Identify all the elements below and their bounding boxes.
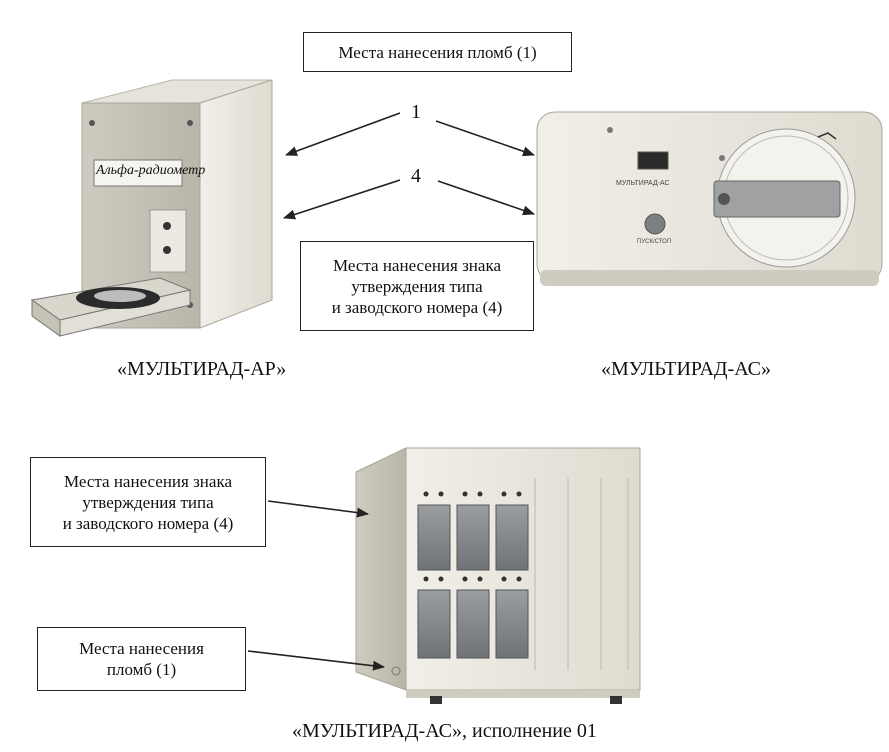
- callout-type-mark-top: Места нанесения знака утверждения типа и…: [300, 241, 534, 331]
- arrow-seal-ap: [285, 112, 401, 156]
- caption-multirad-ac-01: «МУЛЬТИРАД-АС», исполнение 01: [292, 720, 597, 742]
- ac-button-label: ПУСК/СТОП: [637, 239, 672, 245]
- callout-line: Места нанесения знака: [332, 255, 502, 275]
- callout-line: и заводского номера (4): [62, 513, 234, 533]
- ac-panel-label: МУЛЬТИРАД-АС: [616, 180, 670, 187]
- arrow-mark-ap: [283, 179, 401, 220]
- callout-line: Места нанесения: [79, 639, 204, 658]
- callout-line: утверждения типа: [82, 492, 214, 512]
- callout-seals-bottom: Места нанесения пломб (1): [37, 627, 246, 691]
- ac-lid-handle: [713, 180, 841, 218]
- callout-line: пломб (1): [106, 660, 177, 679]
- device-multirad-ac-01: [355, 447, 641, 704]
- marker-type-mark-number: 4: [411, 165, 421, 187]
- ap-panel-label: Альфа-радиометр: [96, 163, 206, 178]
- callout-line: утверждения типа: [351, 276, 483, 296]
- arrow-mark-ac01: [267, 500, 369, 518]
- caption-multirad-ap: «МУЛЬТИРАД-АР»: [117, 358, 287, 380]
- callout-seals-top: Места нанесения пломб (1): [303, 32, 572, 72]
- arrow-seal-ac: [435, 120, 535, 157]
- arrow-seal-ac01: [247, 650, 385, 671]
- callout-line: и заводского номера (4): [331, 297, 503, 317]
- ap-name-plate: [93, 159, 183, 187]
- marker-seal-number: 1: [411, 101, 421, 123]
- caption-multirad-ac: «МУЛЬТИРАД-АС»: [601, 358, 771, 380]
- callout-type-mark-bottom: Места нанесения знака утверждения типа и…: [30, 457, 266, 547]
- ac-display: [637, 151, 669, 170]
- ac-start-button: [644, 213, 666, 235]
- device-multirad-ap: [30, 79, 273, 337]
- callout-line: Места нанесения знака: [63, 471, 233, 491]
- ap-control-panel: [149, 209, 187, 273]
- arrow-mark-ac: [437, 180, 535, 216]
- callout-arrows: [247, 112, 535, 671]
- device-multirad-ac: [536, 111, 883, 286]
